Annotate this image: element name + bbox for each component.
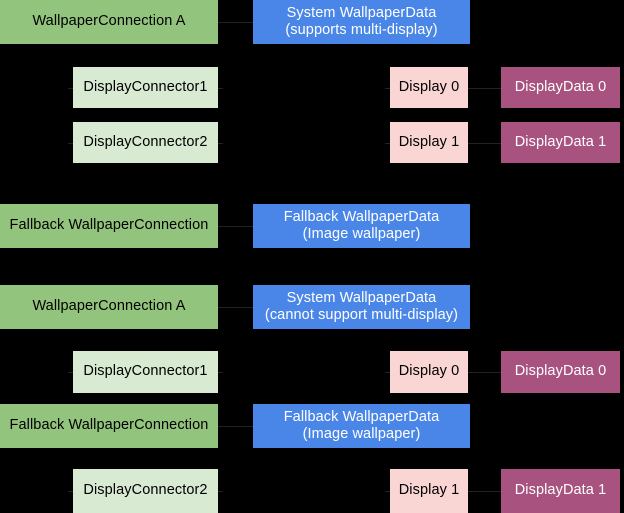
edge-display0-bottom-right: [463, 372, 505, 373]
edge-display0-top-right: [463, 88, 505, 89]
display-connector-2-bottom[interactable]: DisplayConnector2: [73, 469, 218, 513]
display-data-0-top[interactable]: DisplayData 0: [501, 67, 620, 108]
fallback-wallpaperdata-image-wallpaper-bottom[interactable]: Fallback WallpaperData (Image wallpaper): [253, 404, 470, 448]
display-connector-1-bottom[interactable]: DisplayConnector1: [73, 351, 218, 393]
display-0-top[interactable]: Display 0: [390, 67, 468, 108]
system-wallpaperdata-cannot-support-multi-display[interactable]: System WallpaperData (cannot support mul…: [253, 285, 470, 329]
edge-display1-top-right: [463, 143, 505, 144]
display-data-1-bottom[interactable]: DisplayData 1: [501, 469, 620, 513]
fallback-wallpaper-connection-middle[interactable]: Fallback WallpaperConnection: [0, 204, 218, 248]
system-wallpaperdata-supports-multi-display[interactable]: System WallpaperData (supports multi-dis…: [253, 0, 470, 44]
edge-conn-a-bottom-to-sys-data: [213, 307, 258, 308]
edge-fallback-conn-bottom-to-data: [213, 426, 258, 427]
fallback-wallpaperdata-image-wallpaper-middle[interactable]: Fallback WallpaperData (Image wallpaper): [253, 204, 470, 248]
display-connector-1-top[interactable]: DisplayConnector1: [73, 67, 218, 108]
display-data-1-top[interactable]: DisplayData 1: [501, 122, 620, 163]
display-data-0-bottom[interactable]: DisplayData 0: [501, 351, 620, 393]
display-0-bottom[interactable]: Display 0: [390, 351, 468, 393]
edge-dc1-bottom-right: [213, 372, 223, 373]
edge-display1-bottom-right: [463, 491, 505, 492]
edge-dc1-top-right: [213, 88, 223, 89]
wallpaper-connection-a-top[interactable]: WallpaperConnection A: [0, 0, 218, 44]
fallback-wallpaper-connection-bottom[interactable]: Fallback WallpaperConnection: [0, 404, 218, 448]
edge-fallback-conn-mid-to-data: [213, 226, 258, 227]
display-connector-2-top[interactable]: DisplayConnector2: [73, 122, 218, 163]
edge-conn-a-top-to-sys-data: [213, 22, 258, 23]
edge-dc2-top-right: [213, 143, 223, 144]
edge-dc2-bottom-right: [213, 491, 223, 492]
wallpaper-connection-a-bottom[interactable]: WallpaperConnection A: [0, 285, 218, 329]
display-1-top[interactable]: Display 1: [390, 122, 468, 163]
display-1-bottom[interactable]: Display 1: [390, 469, 468, 513]
